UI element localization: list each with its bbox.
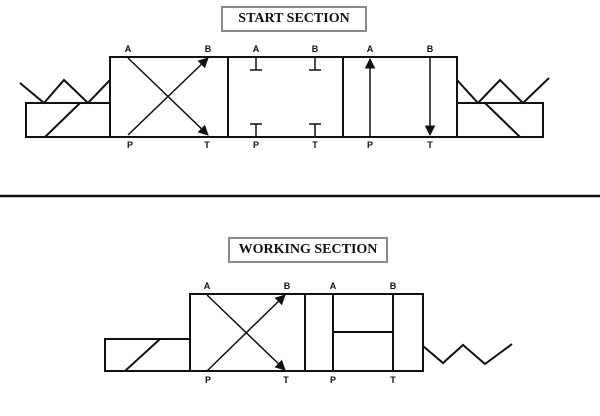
start-left-actuator [25, 102, 111, 138]
start-port-p-2: P [253, 140, 259, 150]
start-cross-arrow-2 [127, 57, 209, 136]
start-envelope-blocked [227, 56, 344, 138]
working-cross-arrow-2 [206, 294, 286, 371]
working-left-actuator [104, 338, 191, 372]
start-port-b-3: B [427, 44, 434, 54]
working-valve [104, 293, 513, 372]
working-right-spring [422, 343, 513, 366]
start-port-t-3: T [427, 140, 433, 150]
start-port-p-3: P [367, 140, 373, 150]
working-port-p-1: P [205, 375, 211, 385]
start-port-t-2: T [312, 140, 318, 150]
start-port-b-2: B [312, 44, 319, 54]
start-port-a-1: A [125, 44, 132, 54]
working-port-a-2: A [330, 281, 337, 291]
start-valve [19, 56, 550, 138]
working-port-b-1: B [284, 281, 291, 291]
start-right-actuator [456, 102, 544, 138]
working-port-a-1: A [204, 281, 211, 291]
start-left-spring [19, 78, 111, 105]
working-envelope-parallel [304, 293, 424, 372]
working-port-t-1: T [283, 375, 289, 385]
start-port-a-2: A [253, 44, 260, 54]
start-port-a-3: A [367, 44, 374, 54]
start-section-title: START SECTION [221, 6, 367, 32]
start-right-spring [456, 77, 550, 105]
start-blocked-ports [250, 58, 321, 136]
start-port-b-1: B [205, 44, 212, 54]
start-port-p-1: P [127, 140, 133, 150]
working-section-title: WORKING SECTION [228, 237, 388, 263]
working-port-t-2: T [390, 375, 396, 385]
working-port-p-2: P [330, 375, 336, 385]
start-port-t-1: T [204, 140, 210, 150]
working-port-b-2: B [390, 281, 397, 291]
start-envelope-parallel [342, 56, 458, 138]
